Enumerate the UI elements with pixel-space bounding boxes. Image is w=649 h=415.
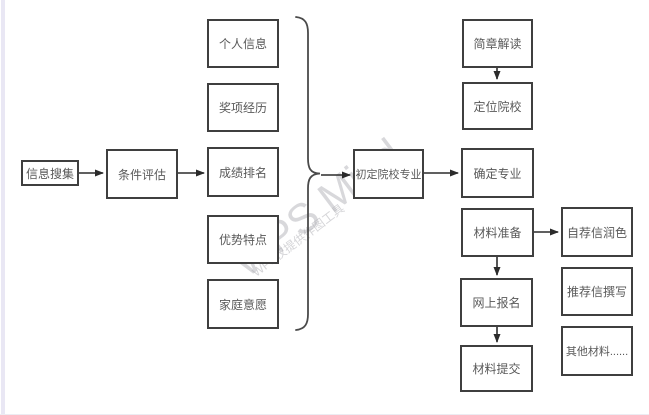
node-label: 材料准备 (473, 226, 522, 240)
node-label: 定位院校 (473, 99, 522, 114)
node-label: 奖项经历 (218, 101, 267, 115)
node-advantage[interactable]: 优势特点 (207, 215, 279, 264)
node-label: 其他材料...... (565, 346, 629, 358)
node-info-collect[interactable]: 信息搜集 (21, 160, 79, 186)
left-edge-strip (1, 0, 5, 414)
node-locate-school[interactable]: 定位院校 (462, 82, 533, 130)
node-recommend-letter[interactable]: 推荐信撰写 (561, 267, 633, 316)
node-label: 自荐信润色 (566, 225, 627, 240)
node-grade-rank[interactable]: 成绩排名 (207, 147, 279, 197)
node-label: 家庭意愿 (218, 297, 267, 312)
node-label: 推荐信撰写 (566, 285, 627, 299)
node-label: 材料提交 (472, 362, 521, 376)
node-label: 网上报名 (472, 296, 521, 310)
node-label: 成绩排名 (218, 165, 267, 180)
node-self-letter-polish[interactable]: 自荐信润色 (561, 207, 633, 257)
node-online-signup[interactable]: 网上报名 (460, 278, 533, 327)
node-label: 初定院校专业 (355, 169, 422, 181)
node-label: 条件评估 (117, 167, 166, 182)
node-condition-eval[interactable]: 条件评估 (106, 149, 178, 199)
node-award-exp[interactable]: 奖项经历 (207, 83, 279, 132)
node-confirm-major[interactable]: 确定专业 (461, 148, 534, 198)
node-initial-school-major[interactable]: 初定院校专业 (353, 149, 424, 199)
node-personal-info[interactable]: 个人信息 (207, 19, 279, 68)
node-material-submit[interactable]: 材料提交 (460, 345, 533, 392)
node-other-materials[interactable]: 其他材料...... (561, 326, 633, 376)
node-label: 信息搜集 (25, 166, 74, 181)
node-label: 确定专业 (473, 166, 522, 181)
brace-bracket (295, 16, 321, 331)
node-label: 个人信息 (218, 37, 267, 51)
node-label: 简章解读 (473, 37, 522, 51)
node-brochure-read[interactable]: 简章解读 (462, 19, 533, 68)
node-label: 优势特点 (218, 233, 267, 247)
node-material-prep[interactable]: 材料准备 (461, 208, 534, 257)
node-family-will[interactable]: 家庭意愿 (207, 279, 279, 329)
